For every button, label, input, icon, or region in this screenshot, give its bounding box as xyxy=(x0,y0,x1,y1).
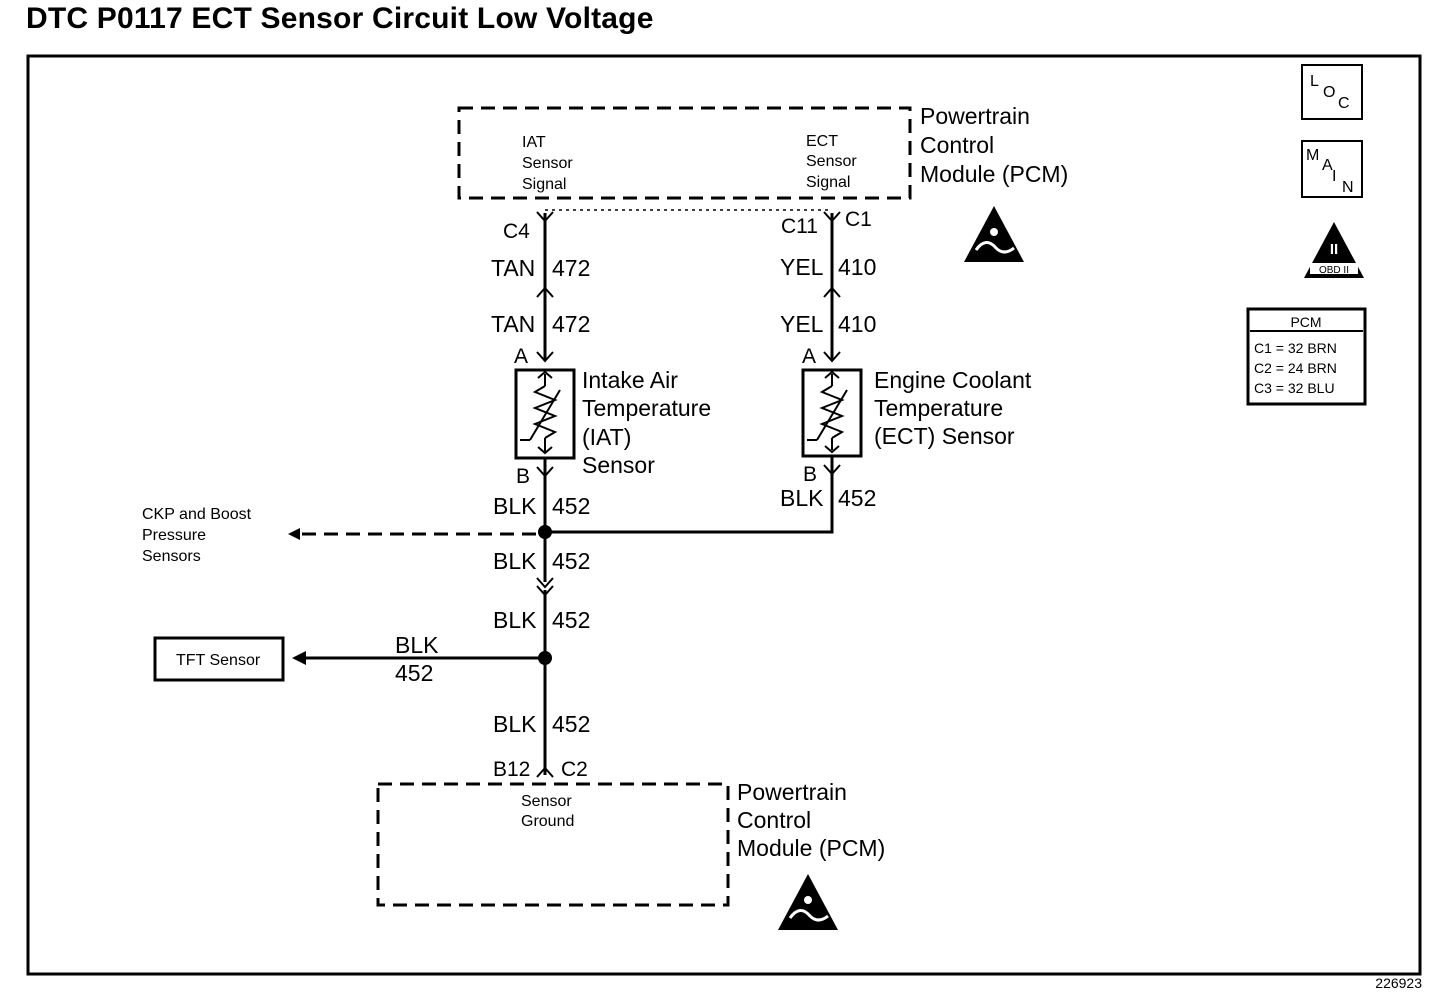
svg-text:Module (PCM): Module (PCM) xyxy=(920,161,1068,187)
label-ect-lower-circuit: 410 xyxy=(838,311,876,337)
esd-warning-icon xyxy=(964,206,1024,262)
label-b-ect: B xyxy=(803,463,817,486)
inline-connector-ect xyxy=(823,286,841,298)
label-mid2-circuit: 452 xyxy=(552,607,590,633)
pcm-top-box xyxy=(457,106,912,200)
label-c1: C1 xyxy=(845,208,872,231)
loc-icon: L O C xyxy=(1301,64,1363,120)
svg-text:M: M xyxy=(1306,147,1319,164)
svg-text:Module (PCM): Module (PCM) xyxy=(737,835,885,861)
svg-text:Temperature: Temperature xyxy=(874,395,1003,421)
svg-text:CKP and Boost: CKP and Boost xyxy=(142,506,252,523)
thermistor-icon xyxy=(520,370,561,455)
svg-text:A: A xyxy=(1322,157,1333,174)
svg-text:(ECT) Sensor: (ECT) Sensor xyxy=(874,423,1015,449)
svg-text:Control: Control xyxy=(737,807,811,833)
connector-a-iat xyxy=(536,351,554,363)
pcm-connector-table: PCM C1 = 32 BRN C2 = 24 BRN C3 = 32 BLU xyxy=(1246,307,1367,406)
svg-text:OBD II: OBD II xyxy=(1319,265,1349,276)
arrow-tft xyxy=(292,651,306,665)
svg-text:C: C xyxy=(1338,95,1350,112)
iat-sensor-label: Intake Air Temperature (IAT) Sensor xyxy=(582,367,711,478)
svg-text:Powertrain: Powertrain xyxy=(920,103,1030,129)
svg-text:Temperature: Temperature xyxy=(582,395,711,421)
svg-text:PCM: PCM xyxy=(1290,314,1321,330)
label-iat-lower-color: TAN xyxy=(491,311,535,337)
label-ect-b-circuit: 452 xyxy=(838,485,876,511)
label-mid2-color: BLK xyxy=(493,607,537,633)
connector-a-ect xyxy=(823,351,841,363)
svg-text:O: O xyxy=(1323,84,1335,101)
label-bottom-color: BLK xyxy=(493,711,537,737)
svg-text:Control: Control xyxy=(920,132,994,158)
svg-text:Signal: Signal xyxy=(806,174,850,191)
ect-sensor-label: Engine Coolant Temperature (ECT) Sensor xyxy=(874,367,1032,449)
svg-text:ECT: ECT xyxy=(806,133,838,150)
svg-text:I: I xyxy=(1332,168,1336,185)
label-bottom-circuit: 452 xyxy=(552,711,590,737)
svg-text:C1 = 32 BRN: C1 = 32 BRN xyxy=(1254,340,1337,356)
svg-text:C3 = 32 BLU: C3 = 32 BLU xyxy=(1254,380,1335,396)
svg-text:Engine Coolant: Engine Coolant xyxy=(874,367,1032,393)
connector-b12-terminal xyxy=(536,766,554,778)
svg-text:Pressure: Pressure xyxy=(142,527,206,544)
svg-text:IAT: IAT xyxy=(522,134,546,151)
label-iat-upper-circuit: 472 xyxy=(552,255,590,281)
figure-id: 226923 xyxy=(1375,975,1422,991)
label-a-ect: A xyxy=(802,345,816,368)
svg-text:Sensors: Sensors xyxy=(142,548,201,565)
svg-text:Sensor: Sensor xyxy=(582,452,655,478)
svg-text:L: L xyxy=(1310,73,1319,90)
label-b-iat: B xyxy=(516,465,530,488)
label-iat-upper-color: TAN xyxy=(491,255,535,281)
label-iat-b-circuit: 452 xyxy=(552,493,590,519)
svg-text:Sensor: Sensor xyxy=(806,153,857,170)
svg-text:Powertrain: Powertrain xyxy=(737,779,847,805)
label-ect-upper-circuit: 410 xyxy=(838,254,876,280)
svg-text:Sensor: Sensor xyxy=(522,155,573,172)
inline-connector-iat xyxy=(536,286,554,298)
svg-text:C2 = 24 BRN: C2 = 24 BRN xyxy=(1254,360,1337,376)
label-ect-upper-color: YEL xyxy=(780,254,824,280)
label-mid1-circuit: 452 xyxy=(552,548,590,574)
diagram-frame xyxy=(26,54,1422,976)
obd-ii-icon: II OBD II xyxy=(1304,222,1364,278)
label-ect-b-color: BLK xyxy=(780,485,824,511)
label-iat-lower-circuit: 472 xyxy=(552,311,590,337)
ect-sensor-signal-label: ECT Sensor Signal xyxy=(806,133,857,191)
esd-warning-icon xyxy=(778,874,838,930)
pcm-top-label: Powertrain Control Module (PCM) xyxy=(920,103,1068,187)
label-mid1-color: BLK xyxy=(493,548,537,574)
tft-sensor-box xyxy=(153,636,285,682)
tft-sensor-label: TFT Sensor xyxy=(176,652,261,669)
thermistor-icon xyxy=(807,370,848,454)
wire-ect-b xyxy=(545,456,834,534)
label-a-iat: A xyxy=(514,345,528,368)
label-c11: C11 xyxy=(781,215,818,238)
sensor-ground-label: Sensor Ground xyxy=(521,793,574,830)
svg-text:Ground: Ground xyxy=(521,813,574,830)
label-tft-circuit: 452 xyxy=(395,660,433,686)
label-c4: C4 xyxy=(503,220,530,243)
iat-sensor-signal-label: IAT Sensor Signal xyxy=(522,134,573,193)
label-iat-b-color: BLK xyxy=(493,493,537,519)
page-title: DTC P0117 ECT Sensor Circuit Low Voltage xyxy=(26,2,654,35)
svg-text:Sensor: Sensor xyxy=(521,793,572,810)
svg-text:Intake Air: Intake Air xyxy=(582,367,678,393)
svg-text:Signal: Signal xyxy=(522,176,566,193)
main-icon: M A I N xyxy=(1301,140,1363,198)
label-tft-color: BLK xyxy=(395,632,439,658)
svg-text:(IAT): (IAT) xyxy=(582,424,631,450)
ckp-sensors-label: CKP and Boost Pressure Sensors xyxy=(142,506,252,565)
arrow-ckp xyxy=(288,528,300,540)
label-ect-lower-color: YEL xyxy=(780,311,824,337)
svg-text:N: N xyxy=(1342,179,1354,196)
label-b12: B12 xyxy=(493,758,530,781)
label-c2: C2 xyxy=(561,758,588,781)
pcm-bottom-box xyxy=(376,782,730,907)
svg-text:II: II xyxy=(1330,241,1338,258)
pcm-bottom-label: Powertrain Control Module (PCM) xyxy=(737,779,885,861)
